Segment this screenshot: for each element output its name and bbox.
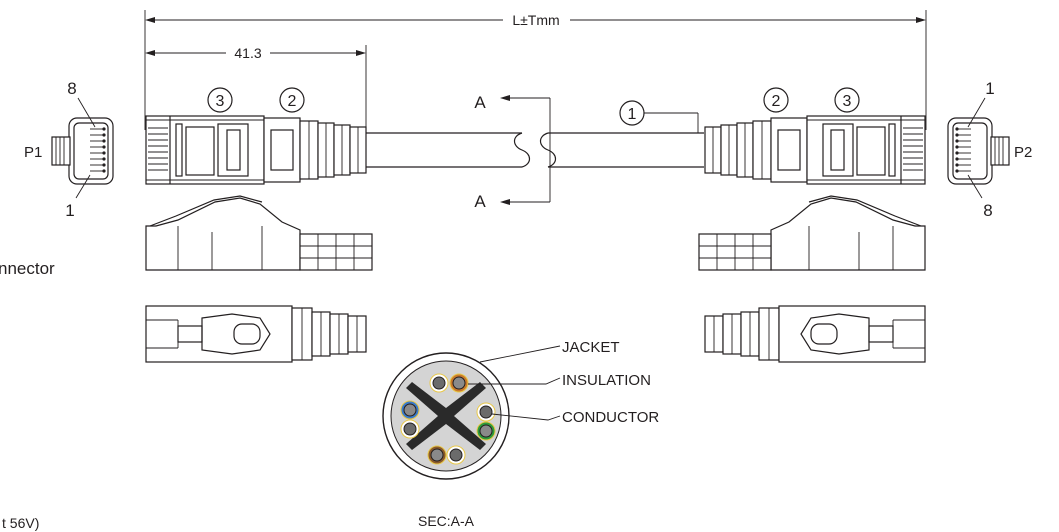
cable-body	[366, 132, 704, 168]
p1-pin-dots	[90, 127, 106, 173]
left-edge-label: nnector	[0, 259, 55, 278]
p2-pin-dots	[955, 127, 971, 173]
bottom-left-edge-label: t 56V)	[2, 515, 39, 531]
svg-text:2: 2	[288, 93, 297, 110]
callout-cable: 1	[619, 100, 699, 133]
callout-plug-left: 3	[207, 87, 233, 113]
connector-length-label: 41.3	[234, 45, 261, 61]
overall-length-label: L±Tmm	[512, 12, 559, 28]
connector-length-dimension: 41.3	[145, 45, 367, 130]
cable-cross-section: JACKET INSULATION CONDUCTOR SEC:A-A	[382, 339, 659, 529]
right-connector-bottom-view	[704, 305, 926, 363]
p2-pin-8: 8	[983, 201, 992, 220]
left-connector-bottom-view	[145, 305, 367, 363]
right-connector-top-view	[704, 115, 926, 185]
label-conductor: CONDUCTOR	[562, 409, 659, 426]
right-contact-lines	[903, 127, 923, 171]
section-marker-bottom: A	[474, 192, 486, 211]
plug-face-p2: P2 1 8	[947, 79, 1032, 220]
wire-pair-left	[400, 400, 420, 439]
svg-text:3: 3	[216, 93, 225, 110]
left-connector-side-view	[145, 195, 373, 271]
callout-boot-right: 2	[763, 87, 789, 113]
left-contact-lines	[148, 127, 168, 171]
label-insulation: INSULATION	[562, 372, 651, 389]
right-connector-side-view	[698, 195, 926, 271]
plug-face-p1: P1 8 1	[24, 79, 114, 220]
svg-text:2: 2	[772, 93, 781, 110]
pair-separator	[406, 382, 486, 450]
wire-pair-top	[429, 373, 469, 393]
p2-label: P2	[1014, 144, 1032, 161]
label-jacket: JACKET	[562, 339, 620, 356]
p1-label: P1	[24, 144, 42, 161]
section-cut-markers: A A	[474, 93, 551, 211]
p1-pin-8: 8	[67, 79, 76, 98]
section-caption: SEC:A-A	[418, 513, 475, 529]
callout-plug-right: 3	[834, 87, 860, 113]
left-connector-top-view	[145, 115, 367, 185]
wire-pair-bottom	[427, 445, 466, 465]
p1-pin-1: 1	[65, 201, 74, 220]
svg-text:1: 1	[628, 106, 637, 123]
wire-pair-right	[476, 402, 496, 441]
p2-pin-1: 1	[985, 79, 994, 98]
callout-boot-left: 2	[279, 87, 305, 113]
svg-text:3: 3	[843, 93, 852, 110]
section-marker-top: A	[474, 93, 486, 112]
overall-length-dimension: L±Tmm	[144, 10, 927, 130]
